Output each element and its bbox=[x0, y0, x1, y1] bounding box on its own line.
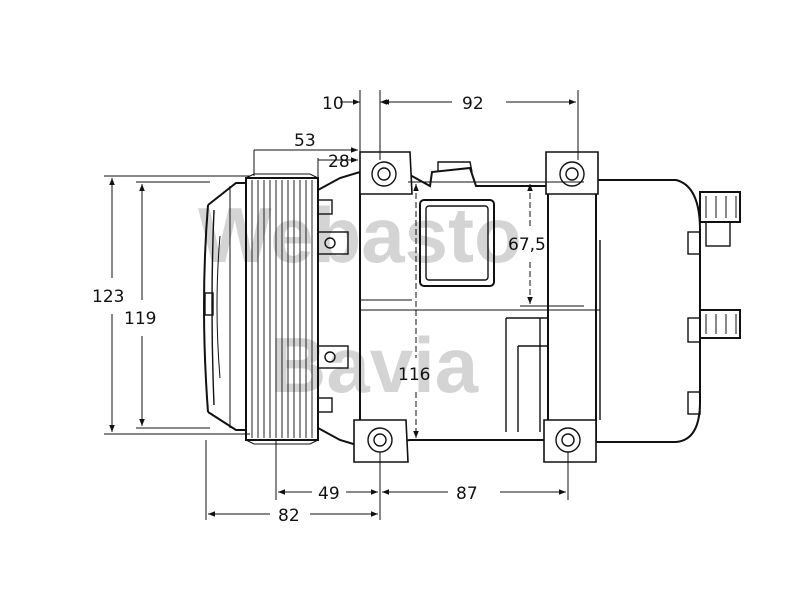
mount-ear-bottom-right bbox=[543, 419, 597, 463]
dim-label-119: 119 bbox=[124, 309, 156, 329]
dim-label-92: 92 bbox=[462, 94, 484, 114]
mount-ear-top-left bbox=[359, 151, 413, 195]
lower-connector bbox=[699, 309, 741, 339]
mount-ear-bottom-left bbox=[353, 419, 409, 463]
dim-label-10: 10 bbox=[322, 94, 344, 114]
dim-label-123: 123 bbox=[92, 287, 124, 307]
dim-label-87: 87 bbox=[456, 484, 478, 504]
dimension-lines bbox=[104, 90, 584, 520]
dim-label-53: 53 bbox=[294, 131, 316, 151]
clutch-plate bbox=[203, 182, 247, 431]
dim-label-67-5: 67,5 bbox=[508, 235, 546, 255]
watermark-line2: Bavia bbox=[270, 321, 479, 409]
upper-connector bbox=[699, 191, 741, 247]
mount-ear-top-right bbox=[545, 151, 599, 195]
dim-label-116: 116 bbox=[398, 365, 430, 385]
front-housing bbox=[317, 170, 361, 448]
dim-label-28: 28 bbox=[328, 152, 350, 172]
dimension-labels: 10 92 53 28 67,5 123 119 116 49 87 82 bbox=[92, 94, 546, 526]
dim-label-49: 49 bbox=[318, 484, 340, 504]
dim-label-82: 82 bbox=[278, 506, 300, 526]
pulley-grooves bbox=[245, 173, 319, 445]
rear-head bbox=[596, 179, 701, 443]
